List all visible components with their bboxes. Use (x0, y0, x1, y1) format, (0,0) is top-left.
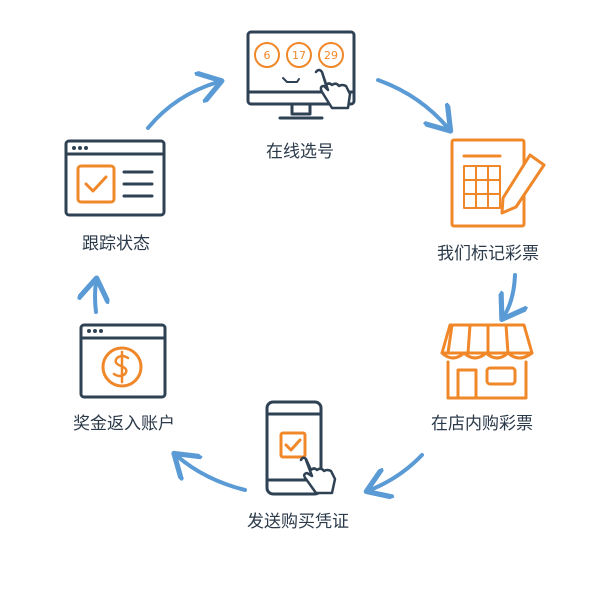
step-label-send-proof: 发送购买凭证 (247, 512, 349, 532)
monitor-touch-numbers-icon (246, 30, 356, 120)
cycle-arrow-3 (504, 273, 515, 316)
browser-check-icon (64, 139, 166, 217)
number-ball: 17 (292, 49, 306, 62)
step-label-mark-ticket: 我们标记彩票 (437, 244, 539, 264)
cycle-arrow-2 (376, 78, 448, 128)
number-ball: 29 (324, 49, 338, 62)
cycle-arrow-5 (177, 456, 247, 492)
step-label-buy-in-store: 在店内购彩票 (431, 414, 533, 434)
dollar-window-icon (79, 323, 167, 399)
cycle-arrow-1 (146, 82, 218, 130)
step-label-select-numbers: 在线选号 (266, 142, 334, 162)
cycle-arrow-4 (370, 453, 424, 490)
cycle-arrow-6 (95, 282, 96, 314)
number-ball: 6 (264, 49, 271, 62)
phone-check-icon (265, 400, 337, 496)
step-label-track-status: 跟踪状态 (82, 234, 150, 254)
store-icon (440, 323, 534, 400)
step-label-winnings-to-account: 奖金返入账户 (73, 414, 175, 434)
ticket-pencil-icon (450, 138, 546, 228)
